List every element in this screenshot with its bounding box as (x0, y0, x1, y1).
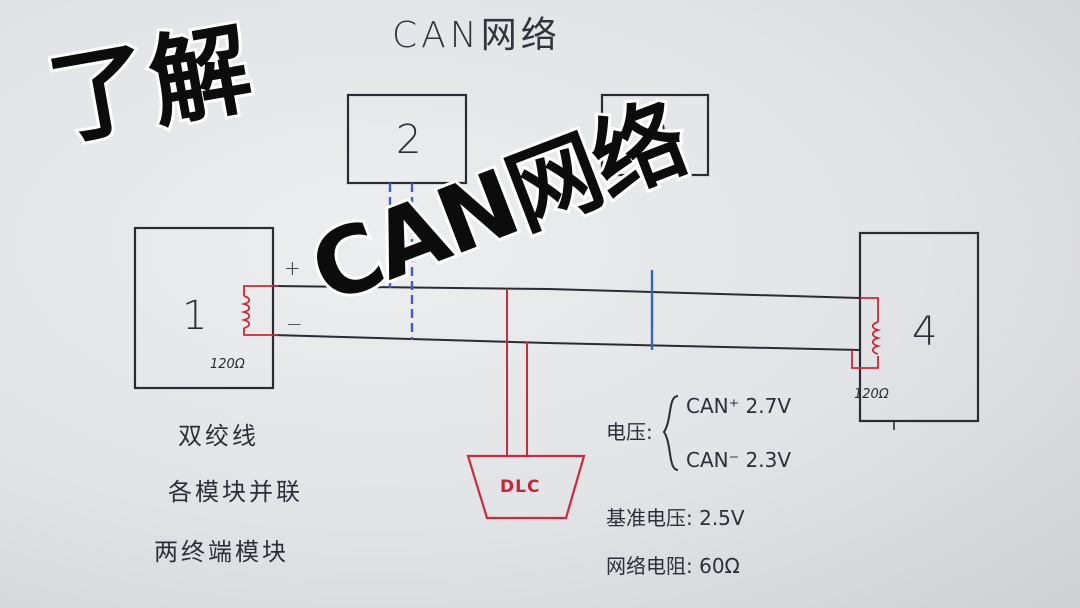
node-2-box (346, 93, 468, 185)
node-4-label: 4 (912, 309, 938, 355)
can-low-voltage: CAN⁻ 2.3V (686, 448, 792, 472)
node-4-terminator-label: 120Ω (854, 387, 889, 402)
dlc-connector (466, 454, 586, 520)
node-1-label: 1 (182, 293, 208, 339)
node-1-terminator-label: 120Ω (210, 357, 245, 372)
node-4-box (858, 231, 980, 423)
reference-voltage: 基准电压: 2.5V (606, 506, 745, 530)
node-4-terminator-coil (871, 321, 882, 355)
node-3-box (600, 93, 710, 177)
can-high-line (272, 285, 861, 299)
node-1-terminator-wire (243, 285, 278, 336)
note-terminal-modules: 两终端模块 (154, 538, 289, 566)
can-high-marker: + (284, 256, 301, 280)
voltage-brace (662, 395, 679, 471)
network-resistance: 网络电阻: 60Ω (606, 554, 740, 578)
note-parallel-modules: 各模块并联 (168, 478, 303, 506)
node-3-label: 3 (644, 115, 670, 161)
node-1-terminator-coil (240, 295, 251, 329)
voltage-label: 电压: (606, 420, 653, 444)
node-4-terminator-wire (851, 297, 879, 369)
diagram-title: CAN网络 (392, 15, 561, 56)
node-2-label: 2 (396, 117, 422, 163)
node-1-box (133, 226, 275, 390)
can-high-voltage: CAN⁺ 2.7V (686, 394, 792, 418)
can-low-line (272, 334, 861, 351)
dlc-label: DLC (500, 477, 541, 497)
can-low-marker: − (286, 312, 303, 336)
note-twisted-pair: 双绞线 (178, 422, 259, 450)
